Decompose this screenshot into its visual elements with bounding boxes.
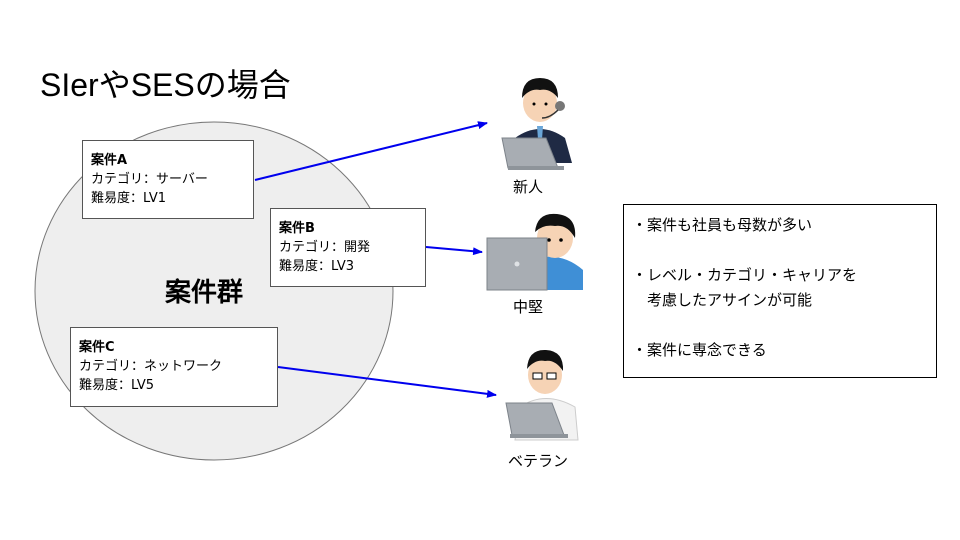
notes-box: ・案件も社員も母数が多い ・レベル・カテゴリ・キャリアを 考慮したアサインが可能… [623, 204, 937, 378]
project-difficulty: 難易度：LV5 [79, 378, 154, 393]
arrow-b-to-mid [425, 246, 483, 256]
project-card-b[interactable]: 案件B カテゴリ：開発 難易度：LV3 [270, 208, 426, 287]
arrow-c-to-veteran [277, 366, 497, 398]
note-spacer [632, 313, 928, 338]
note-line: ・案件に専念できる [632, 341, 767, 359]
person-label: 中堅 [512, 298, 543, 316]
person-label: 新人 [512, 178, 543, 196]
project-category: カテゴリ：ネットワーク [79, 359, 223, 374]
note-line: ・案件も社員も母数が多い [632, 216, 813, 234]
newcomer-illustration [501, 78, 572, 170]
veteran-illustration [505, 349, 579, 441]
project-category: カテゴリ：開発 [279, 240, 371, 255]
project-card-c[interactable]: 案件C カテゴリ：ネットワーク 難易度：LV5 [70, 327, 278, 407]
project-difficulty: 難易度：LV3 [279, 259, 354, 274]
note-line: 考慮したアサインが可能 [632, 291, 813, 309]
project-category: カテゴリ：サーバー [91, 172, 208, 187]
slide-title: SIerやSESの場合 [40, 67, 291, 103]
arrow-a-to-newcomer [254, 121, 488, 181]
note-line: ・レベル・カテゴリ・キャリアを [632, 266, 858, 284]
note-spacer [632, 238, 928, 263]
project-group-label: 案件群 [165, 278, 244, 308]
project-name: 案件B [279, 221, 315, 236]
mid-illustration [486, 213, 583, 291]
project-card-a[interactable]: 案件A カテゴリ：サーバー 難易度：LV1 [82, 140, 254, 219]
laptop-base [508, 166, 564, 170]
project-difficulty: 難易度：LV1 [91, 191, 166, 206]
project-name: 案件C [79, 340, 115, 355]
project-name: 案件A [91, 153, 128, 168]
person-label: ベテラン [507, 452, 568, 470]
